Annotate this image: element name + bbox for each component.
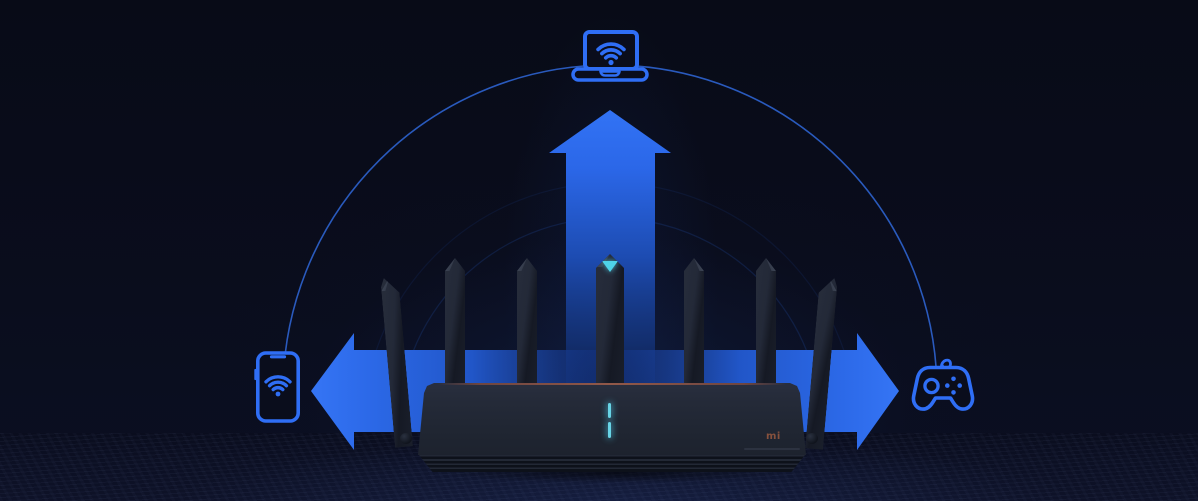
smartphone-wifi-icon (254, 351, 301, 423)
antenna-icon (517, 258, 537, 402)
antenna-hinge (806, 433, 818, 444)
laptop-notch (599, 70, 621, 77)
antenna-icon (756, 258, 776, 402)
mi-logo: mi (766, 431, 781, 442)
controller-body (911, 365, 975, 411)
wifi-dot (275, 391, 281, 397)
router-body (418, 383, 806, 455)
antenna-hinge (400, 433, 412, 444)
router-top-highlight (438, 383, 786, 385)
router-model-text (744, 448, 800, 450)
wifi-icon (596, 42, 626, 60)
wifi-router: mi (414, 379, 810, 474)
status-led (608, 422, 611, 438)
controller-dpad-ring (923, 377, 940, 395)
wifi-dot (608, 59, 614, 66)
status-led (608, 403, 611, 418)
controller-buttons (945, 376, 962, 395)
antenna-icon (684, 258, 704, 402)
wifi-icon (264, 375, 292, 392)
aiot-antenna-icon (596, 254, 624, 402)
antenna-icon (445, 258, 465, 402)
game-controller-icon (911, 358, 975, 411)
router-heatsink-fins (419, 455, 805, 472)
laptop-wifi-icon (571, 30, 649, 82)
